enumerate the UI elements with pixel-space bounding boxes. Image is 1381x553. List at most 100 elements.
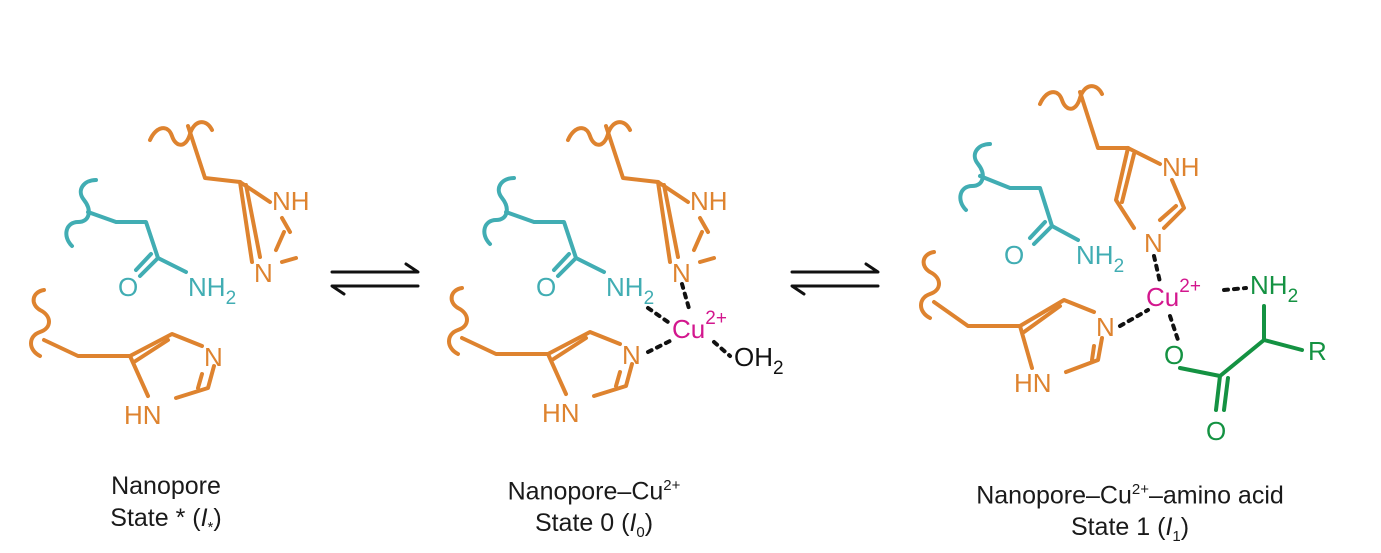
caption-state-1: Nanopore–Cu2+–amino acid State 1 (I1)	[940, 474, 1320, 553]
label-n: N	[1144, 228, 1163, 258]
imidazole-ring-inner	[244, 183, 262, 259]
label-oh2: OH2	[734, 342, 784, 379]
nh2-sub: 2	[644, 288, 655, 309]
nh2-sub: 2	[1114, 256, 1125, 277]
coord-bond-his-top	[1152, 254, 1162, 284]
label-n: N	[204, 342, 223, 372]
caption-line-2: State 0 (I0)	[534, 509, 654, 542]
nh2-base: NH	[1250, 270, 1288, 300]
label-n: N	[1096, 312, 1115, 342]
imidazole-ring	[546, 330, 634, 398]
asparagine	[482, 176, 606, 278]
wavy-backbone	[566, 120, 632, 147]
wavy-backbone	[447, 286, 469, 356]
caption-line-2: State 1 (I1)	[1070, 513, 1190, 546]
label-hn: HN	[542, 398, 580, 428]
asparagine	[64, 178, 188, 278]
label-n: N	[622, 340, 641, 370]
equilibrium-arrow-1	[330, 262, 420, 296]
wavy-backbone	[482, 176, 516, 246]
side-chain-bond	[42, 338, 132, 358]
equilibrium-arrow-2	[790, 262, 880, 296]
coord-bond-carboxylate	[1168, 314, 1180, 342]
coord-bond-amine	[1222, 286, 1248, 292]
histidine-top	[566, 120, 716, 264]
caption-state-0: Nanopore–Cu2+ State 0 (I0)	[474, 470, 714, 549]
histidine-top	[148, 120, 298, 264]
cu-base: Cu	[1146, 282, 1179, 312]
amide-bond	[574, 256, 606, 274]
carbonyl-double-bond	[552, 252, 578, 278]
label-nh2: NH2	[606, 272, 654, 309]
label-n: N	[254, 258, 273, 288]
nh2-base: NH	[1076, 240, 1114, 270]
caption-line-2: State * (I*)	[110, 504, 222, 536]
side-chain-bond	[186, 124, 242, 184]
caption-state-star: Nanopore State * (I*)	[66, 470, 266, 544]
label-cu: Cu2+	[1146, 276, 1201, 312]
label-nh2-amine: NH2	[1250, 270, 1298, 307]
label-nh2: NH2	[188, 272, 236, 309]
imidazole-ring-inner	[1120, 152, 1136, 204]
side-chain-bond	[978, 174, 1054, 228]
nh2-sub: 2	[226, 288, 237, 309]
label-o-carboxylate: O	[1164, 340, 1184, 370]
side-chain-bond	[604, 124, 660, 184]
imidazole-ring	[656, 180, 716, 264]
cu-sup: 2+	[705, 308, 727, 329]
reverse-harpoon	[790, 284, 880, 296]
side-chain-bond	[460, 336, 550, 356]
label-o: O	[536, 272, 556, 302]
caption-line-1: Nanopore–Cu2+	[507, 477, 681, 506]
label-n: N	[672, 258, 691, 288]
imidazole-ring	[128, 332, 216, 400]
imidazole-ring-double	[132, 338, 204, 390]
imidazole-ring-inner	[662, 183, 680, 259]
imidazole-ring	[238, 180, 298, 264]
imidazole-ring-double	[1158, 204, 1178, 222]
imidazole-ring	[1114, 146, 1186, 230]
coord-bond-his-bottom	[1118, 308, 1150, 328]
imidazole-ring-double	[692, 230, 704, 252]
label-nh: NH	[1162, 152, 1200, 182]
nh2-base: NH	[606, 272, 644, 302]
imidazole-ring-double	[1022, 304, 1096, 362]
cu-base: Cu	[672, 314, 705, 344]
label-nh: NH	[690, 186, 728, 216]
imidazole-ring-double	[550, 336, 622, 388]
oh2-base: OH	[734, 342, 773, 372]
carboxylate-bond	[1178, 304, 1266, 378]
nh2-base: NH	[188, 272, 226, 302]
imidazole-ring-double	[274, 230, 286, 252]
coord-bond-his-bottom	[646, 338, 674, 354]
oh2-sub: 2	[773, 358, 784, 379]
label-r: R	[1308, 336, 1327, 366]
wavy-backbone	[64, 178, 98, 248]
label-nh2: NH2	[1076, 240, 1124, 277]
histidine-bottom	[29, 288, 216, 400]
amino-acid	[1178, 304, 1304, 412]
coord-bond-water	[712, 340, 732, 358]
carbonyl-double-bond	[1028, 220, 1054, 246]
forward-harpoon	[330, 262, 420, 274]
side-chain-bond	[932, 300, 1022, 328]
caption-line-1: Nanopore	[111, 472, 221, 500]
wavy-backbone	[919, 250, 941, 320]
side-chain-bond	[1078, 90, 1130, 150]
histidine-bottom	[447, 286, 634, 398]
coordination-bonds	[1118, 254, 1248, 342]
forward-harpoon	[790, 262, 880, 274]
asparagine	[958, 142, 1080, 246]
panel-state-star	[29, 120, 298, 400]
label-nh: NH	[272, 186, 310, 216]
carbonyl-double-bond	[134, 252, 160, 278]
imidazole-ring	[1018, 298, 1104, 374]
panel-state-1	[919, 84, 1304, 412]
label-cu: Cu2+	[672, 308, 727, 344]
histidine-bottom	[919, 250, 1104, 374]
nh2-sub: 2	[1288, 286, 1299, 307]
histidine-top	[1038, 84, 1186, 230]
label-hn: HN	[1014, 368, 1052, 398]
amide-bond	[156, 256, 188, 274]
atom-labels: NH N O NH2 N HN NH N O NH2 N HN Cu2+ OH2…	[118, 152, 1327, 446]
